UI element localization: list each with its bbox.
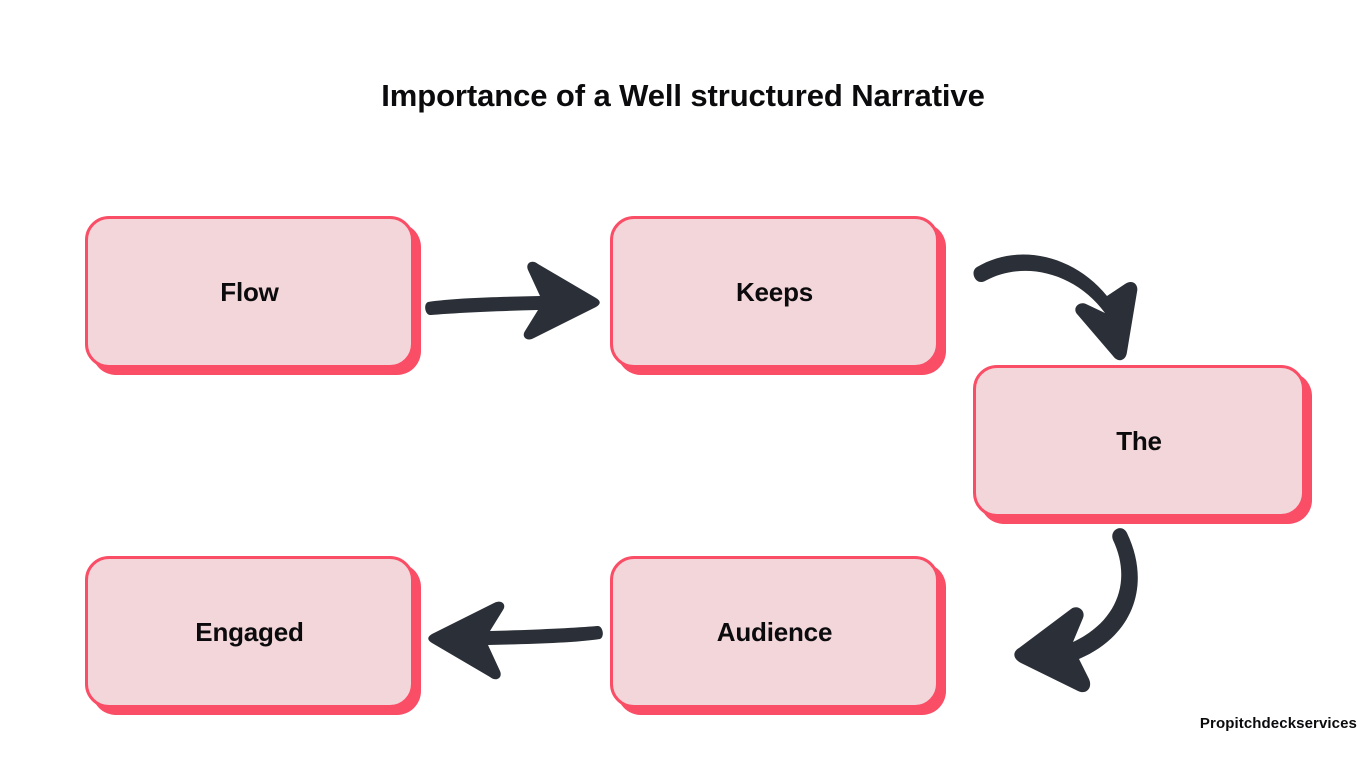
arrow-curved-down-right-icon [965,240,1185,370]
arrow-right-icon [424,258,604,342]
arrow-curved-down-left-icon [955,525,1180,705]
flow-node-the[interactable]: The [973,365,1305,517]
arrow-left-icon [424,593,604,680]
flow-node-audience[interactable]: Audience [610,556,939,708]
page-title: Importance of a Well structured Narrativ… [381,78,985,113]
flow-node-label: Audience [716,617,833,647]
flow-node-keeps[interactable]: Keeps [610,216,939,368]
flow-node-label: Flow [220,277,279,307]
flow-node-label: The [1116,426,1162,456]
flow-node-label: Keeps [735,277,814,307]
flow-node-flow[interactable]: Flow [85,216,414,368]
flow-node-engaged[interactable]: Engaged [85,556,414,708]
flow-node-label: Engaged [195,617,304,647]
watermark-label: Propitchdeckservices [1199,715,1357,732]
